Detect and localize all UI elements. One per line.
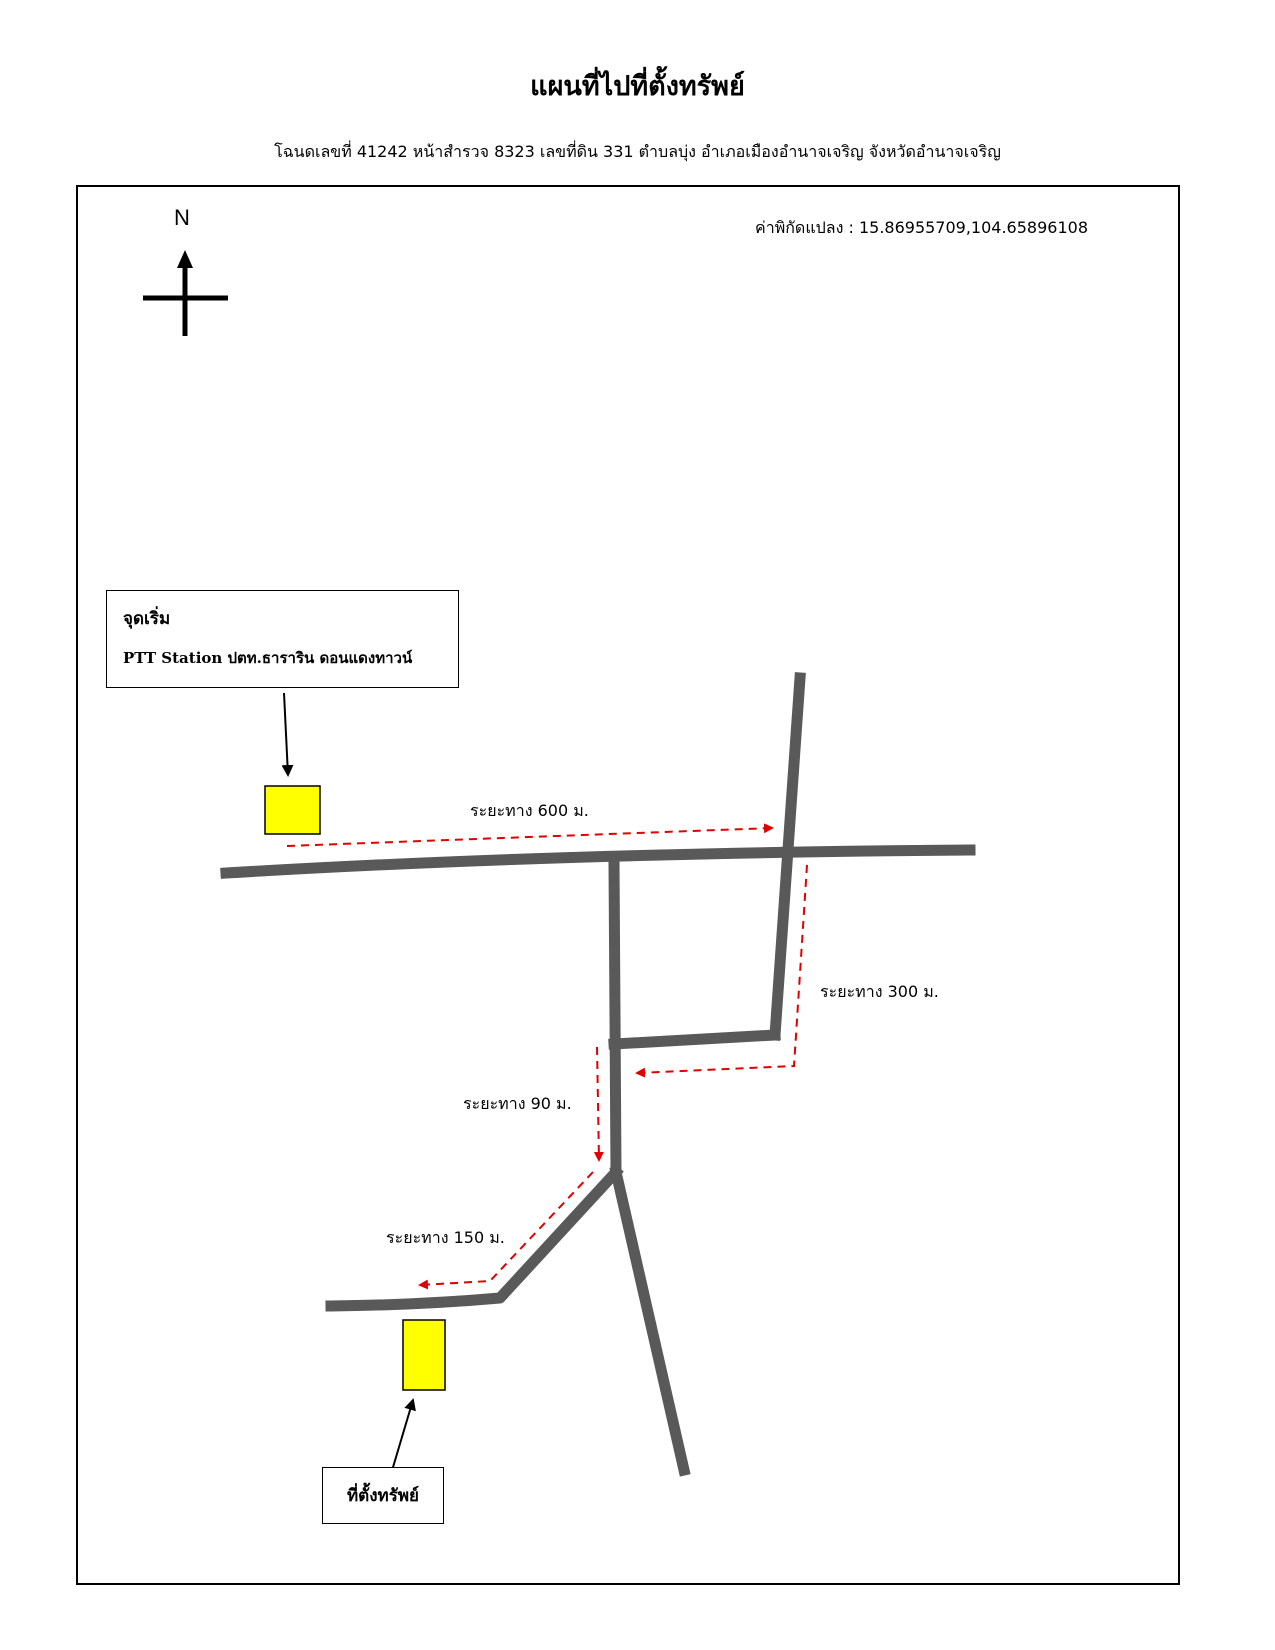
destination-label: ที่ตั้งทรัพย์ [346,1486,420,1506]
destination-marker [402,1319,446,1391]
southwest-road [325,1164,624,1312]
north-label: N [174,205,190,230]
map-frame [76,185,1180,1585]
plot-coordinates: ค่าพิกัดแปลง : 15.86955709,104.65896108 [755,218,1088,237]
connector-road [608,1029,781,1050]
start-point-callout: จุดเริ่ม PTT Station ปตท.ธาราริน ดอนแดงท… [106,590,459,688]
start-point-title: จุดเริ่ม [123,609,171,629]
road-network [220,672,976,1477]
route-segment-90 [593,1046,604,1162]
distance-label-150: ระยะทาง 150 ม. [386,1228,505,1247]
north-road [769,672,806,1041]
map-title: แผนที่ไปที่ตั้งทรัพย์ [530,71,745,102]
central-road [608,856,622,1178]
start-pointer-arrow [281,692,294,777]
start-marker [264,785,321,835]
route-segment-300 [635,864,808,1078]
route-path [286,823,808,1290]
route-segment-150 [418,1171,594,1290]
deed-description: โฉนดเลขที่ 41242 หน้าสำรวจ 8323 เลขที่ดิ… [274,142,1001,161]
main-road [220,844,976,879]
south-road [609,1165,691,1477]
distance-label-600: ระยะทาง 600 ม. [470,801,589,820]
destination-callout: ที่ตั้งทรัพย์ [322,1467,444,1524]
distance-label-300: ระยะทาง 300 ม. [820,982,939,1001]
start-point-description: PTT Station ปตท.ธาราริน ดอนแดงทาวน์ [123,649,413,667]
distance-label-90: ระยะทาง 90 ม. [463,1094,572,1113]
route-segment-600 [286,823,774,847]
north-arrow-icon [143,250,228,336]
destination-pointer-arrow [390,1398,416,1475]
